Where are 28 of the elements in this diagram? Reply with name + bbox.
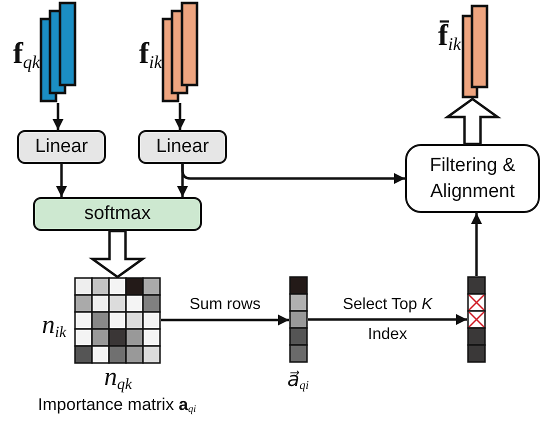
process-box: Linear bbox=[17, 130, 106, 164]
feature-label: f$_{ik}$ bbox=[138, 36, 162, 74]
feature-stack bbox=[461, 4, 490, 99]
process-box: Filtering & Alignment bbox=[405, 144, 540, 213]
feature-label: f̄$_{ik}$ bbox=[437, 18, 461, 56]
feature-stack bbox=[40, 3, 76, 103]
process-box: Linear bbox=[138, 130, 227, 164]
score-vector bbox=[289, 276, 308, 363]
dimension-label: n$_{ik}$ bbox=[40, 309, 68, 342]
block-arrow bbox=[444, 97, 502, 146]
selected-index-vector bbox=[467, 276, 486, 363]
arrow bbox=[56, 164, 67, 197]
arrow bbox=[52, 103, 64, 130]
process-box: softmax bbox=[33, 197, 202, 231]
block-arrow bbox=[88, 230, 146, 279]
arrow bbox=[471, 213, 482, 276]
matrix-caption: Importance matrix a$_{qi}$ bbox=[36, 394, 198, 417]
edge-label: Sum rows bbox=[188, 295, 262, 315]
vector-label: a⃗$_{qi}$ bbox=[286, 366, 310, 394]
feature-label: f$_{qk}$ bbox=[12, 36, 40, 74]
dimension-label: n$_{qk}$ bbox=[103, 362, 133, 392]
arrow bbox=[181, 164, 405, 184]
arrow bbox=[308, 314, 467, 325]
importance-matrix bbox=[74, 277, 161, 363]
arrow bbox=[174, 103, 186, 130]
edge-label: Select Top K Index bbox=[342, 294, 434, 344]
feature-stack bbox=[162, 3, 198, 103]
arrow bbox=[161, 314, 289, 326]
